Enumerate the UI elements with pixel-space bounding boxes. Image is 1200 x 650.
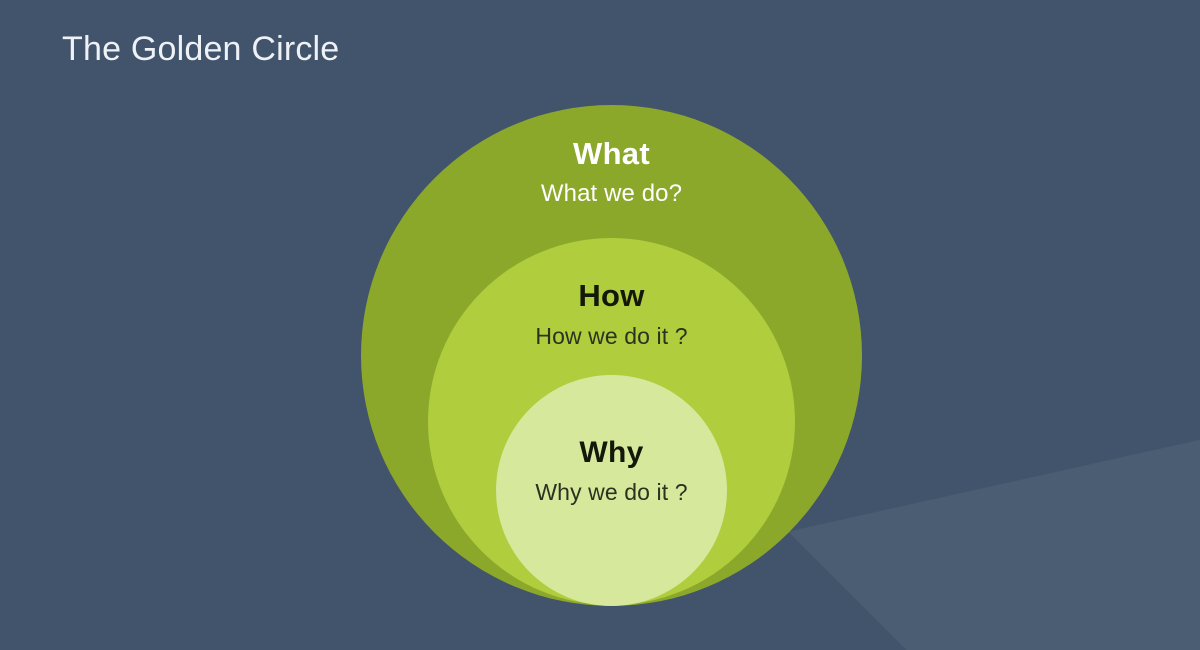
ring-how-text: How How we do it ?	[428, 278, 795, 350]
page-title: The Golden Circle	[62, 30, 340, 68]
ring-why[interactable]: Why Why we do it ?	[496, 375, 727, 606]
ring-why-text: Why Why we do it ?	[496, 437, 727, 506]
ring-how-subtitle: How we do it ?	[535, 322, 688, 349]
ring-why-subtitle: Why we do it ?	[535, 478, 688, 505]
ring-how-heading: How	[578, 278, 645, 313]
ring-what-heading: What	[573, 136, 650, 171]
ring-what-subtitle: What we do?	[540, 179, 683, 207]
ring-what-text: What What we do?	[361, 136, 862, 208]
ring-why-heading: Why	[579, 436, 644, 469]
